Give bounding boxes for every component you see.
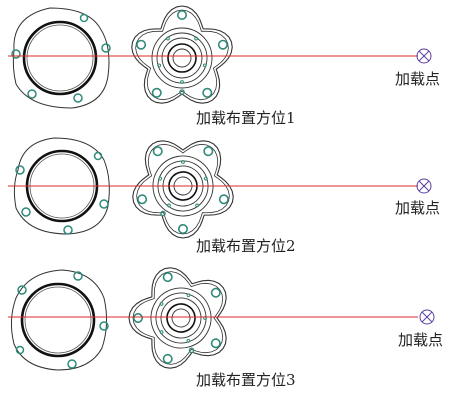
flange-plate-1 [11,7,111,109]
load-point-marker-2 [416,178,432,194]
row-1: 加载点 加载布置方位1 [8,5,440,127]
orientation-caption-2: 加载布置方位2 [196,237,296,255]
load-point-marker-3 [419,309,435,325]
load-point-marker-1 [416,48,432,64]
wheel-hub-1 [131,5,233,104]
orientation-caption-1: 加载布置方位1 [196,109,296,127]
wheel-hub-3 [128,267,227,369]
flange-plate-3 [10,269,109,371]
wheel-hub-2 [132,140,234,239]
load-point-label-2: 加载点 [395,199,440,217]
load-point-label-1: 加载点 [395,70,440,88]
load-point-label-3: 加载点 [398,331,443,349]
row-3: 加载点 加载布置方位3 [8,267,443,389]
row-2: 加载点 加载布置方位2 [8,137,440,255]
orientation-caption-3: 加载布置方位3 [196,371,296,389]
